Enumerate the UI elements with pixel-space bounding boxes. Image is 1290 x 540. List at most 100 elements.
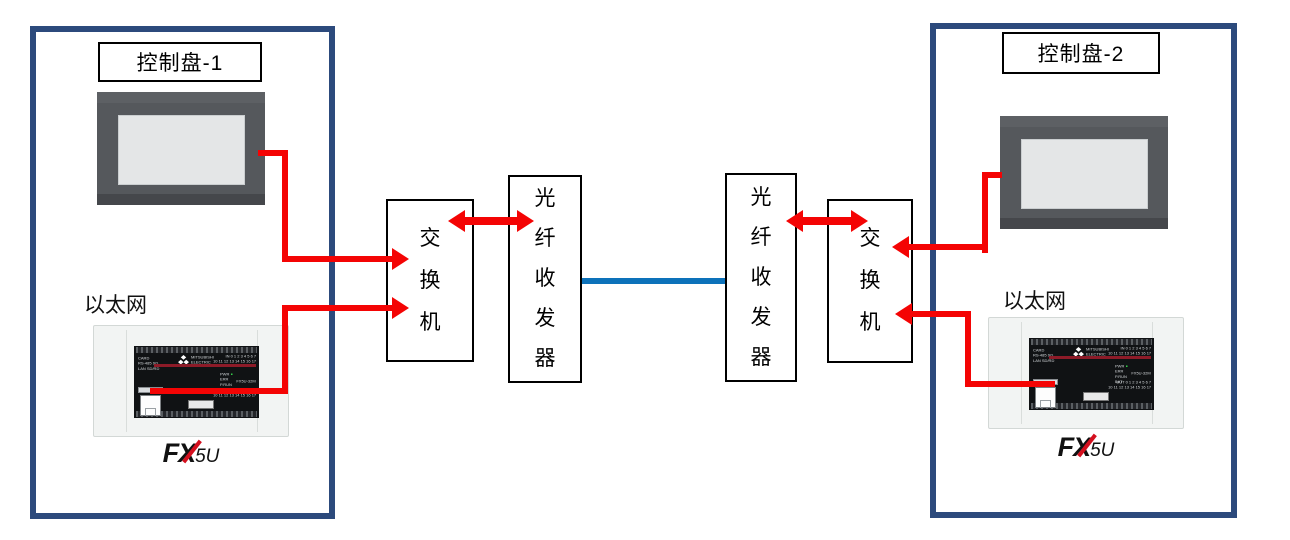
control-panel-2-enclosure	[930, 23, 1237, 518]
rj45-pins	[1040, 400, 1051, 408]
5u-letters: 5U	[195, 446, 220, 467]
segment	[982, 172, 988, 253]
fiber-transceiver-right-box: 光纤收发器	[725, 173, 797, 382]
rs485-sd-label: RS-485 SD	[138, 361, 159, 366]
5u-letters: 5U	[1090, 440, 1115, 461]
pwr-led-row: PWR	[1115, 364, 1128, 369]
hmi-bottom-bezel	[97, 194, 265, 205]
arrowhead-right-icon	[392, 297, 409, 319]
segment	[965, 381, 1055, 387]
control-panel-1-title: 控制盘-1	[136, 52, 224, 75]
card-label: CARD	[138, 356, 150, 361]
segment	[258, 150, 288, 156]
out-row2: 10 11 12 13 14 15 16 17	[1107, 385, 1151, 390]
fiber-transceiver-left-box: 光纤收发器	[508, 175, 582, 383]
plc-faceplate: CARD RS-485 SD LAN SD/RD MITSUBISHI ELEC…	[1029, 338, 1154, 410]
plc-port-labels: CARD RS-485 SD LAN SD/RD	[1033, 348, 1054, 364]
ethernet-port	[140, 395, 161, 416]
pwr-label: PWR	[220, 372, 230, 377]
brand-text: MITSUBISHI ELECTRIC	[1086, 347, 1109, 357]
arrowhead-right-icon	[851, 210, 868, 232]
hmi-touch-panel-1	[97, 92, 265, 205]
mitsubishi-logo-icon: MITSUBISHI ELECTRIC	[1073, 347, 1132, 368]
segment	[912, 311, 971, 317]
mitsubishi-logo-icon: MITSUBISHI ELECTRIC	[178, 355, 237, 376]
plc-port-labels: CARD RS-485 SD LAN SD/RD	[138, 356, 159, 372]
ethernet-switch-left-box: 交换机	[386, 199, 474, 362]
terminal-strip-bottom	[136, 411, 257, 417]
lan-sdrd-label: LAN SD/RD	[138, 366, 160, 371]
card-label: CARD	[1033, 348, 1045, 353]
bat-label: BAT	[1115, 379, 1123, 385]
segment	[462, 217, 520, 225]
plc-fx5u-2: CARD RS-485 SD LAN SD/RD MITSUBISHI ELEC…	[988, 317, 1184, 429]
plc-model-label: FX5U-32M	[1131, 371, 1151, 376]
hmi-bottom-bezel	[1000, 218, 1168, 229]
hmi-screen	[118, 115, 245, 185]
pwr-label: PWR	[1115, 364, 1125, 369]
lan-sdrd-label: LAN SD/RD	[1033, 358, 1055, 363]
brand-line1: MITSUBISHI	[1086, 347, 1109, 352]
out-row2: 10 11 12 13 14 15 16 17	[212, 393, 256, 398]
rs485-sd-label: RS-485 SD	[1033, 353, 1054, 358]
fx-logo-text: FX	[163, 438, 202, 469]
plc-body-seam	[126, 330, 127, 432]
hmi-touch-panel-2	[1000, 116, 1168, 229]
segment	[282, 305, 392, 311]
arrowhead-left-icon	[786, 210, 803, 232]
out-row1: OUT 0 1 2 3 4 5 6 7	[1115, 380, 1151, 385]
serial-label	[188, 400, 214, 409]
prun-label: P.RUN	[1115, 374, 1127, 379]
brand-line1: MITSUBISHI	[191, 355, 214, 360]
plc-input-indicators: IN 0 1 2 3 4 5 6 7 10 11 12 13 14 15 16 …	[213, 354, 256, 364]
hmi-top-bezel	[1000, 116, 1168, 127]
fiber-optic-link-line	[582, 278, 725, 284]
ethernet-switch-left-label: 交换机	[419, 226, 441, 334]
segment	[282, 256, 392, 262]
in-row2: 10 11 12 13 14 15 16 17	[212, 359, 256, 364]
plc-faceplate: CARD RS-485 SD LAN SD/RD MITSUBISHI ELEC…	[134, 346, 259, 418]
rj45-pins	[145, 408, 156, 416]
err-label: ERR	[220, 377, 229, 382]
plc-body-seam	[1021, 322, 1022, 424]
ethernet-switch-right-label: 交换机	[859, 227, 881, 334]
fiber-transceiver-left-label: 光纤收发器	[534, 187, 556, 370]
in-row1: IN 0 1 2 3 4 5 6 7	[1120, 346, 1151, 351]
segment	[150, 388, 288, 394]
hmi-screen	[1021, 139, 1148, 209]
ethernet-label-right: 以太网	[1003, 290, 1066, 313]
plc-input-indicators: IN 0 1 2 3 4 5 6 7 10 11 12 13 14 15 16 …	[1108, 346, 1151, 356]
hmi-top-bezel	[97, 92, 265, 103]
plc-red-stripe	[1049, 356, 1151, 359]
fiber-transceiver-right-label: 光纤收发器	[750, 185, 772, 369]
power-led-icon	[1125, 365, 1128, 368]
segment	[282, 305, 288, 394]
power-led-icon	[230, 373, 233, 376]
brand-line2: ELECTRIC	[191, 360, 211, 365]
control-panel-2-title: 控制盘-2	[1037, 43, 1125, 66]
err-label: ERR	[1115, 369, 1124, 374]
segment	[282, 150, 288, 262]
plc-red-stripe	[154, 364, 256, 367]
plc-status-leds: PWR ERR P.RUN BAT	[1115, 364, 1128, 385]
pwr-led-row: PWR	[220, 372, 233, 377]
arrowhead-left-icon	[448, 210, 465, 232]
segment	[982, 172, 1002, 178]
brand-line2: ELECTRIC	[1086, 352, 1106, 357]
in-row1: IN 0 1 2 3 4 5 6 7	[225, 354, 256, 359]
control-panel-2-title-box: 控制盘-2	[1002, 32, 1160, 74]
control-panel-1-title-box: 控制盘-1	[98, 42, 262, 82]
arrowhead-right-icon	[517, 210, 534, 232]
brand-text: MITSUBISHI ELECTRIC	[191, 355, 214, 365]
ethernet-label-left: 以太网	[84, 294, 147, 317]
arrowhead-right-icon	[392, 248, 409, 270]
plc-output-indicators: OUT 0 1 2 3 4 5 6 7 10 11 12 13 14 15 16…	[1108, 380, 1151, 390]
terminal-strip-bottom	[1031, 403, 1152, 409]
arrowhead-left-icon	[895, 303, 912, 325]
arrowhead-left-icon	[892, 236, 909, 258]
ethernet-port	[1035, 387, 1056, 408]
serial-label	[1083, 392, 1109, 401]
